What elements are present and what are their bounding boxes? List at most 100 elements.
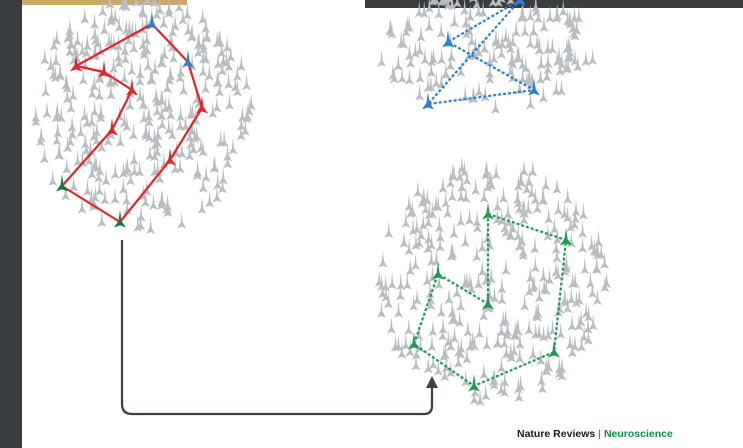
field-neuron (437, 300, 446, 317)
field-neuron (441, 191, 450, 208)
field-neuron (405, 238, 414, 255)
field-neuron (576, 309, 585, 326)
ensemble-neuron (560, 228, 572, 246)
field-neuron (88, 81, 97, 98)
field-neuron (536, 67, 545, 84)
field-neuron (456, 294, 465, 311)
field-neuron (446, 53, 455, 70)
field-neuron (96, 105, 105, 122)
field-neuron (480, 36, 489, 53)
arrowhead-up-icon (426, 376, 438, 388)
field-neuron (65, 23, 74, 40)
field-neuron (491, 97, 500, 114)
field-neuron (48, 169, 57, 186)
field-neuron (594, 230, 603, 247)
field-neuron (401, 333, 410, 350)
field-neuron (399, 231, 408, 248)
field-neuron (481, 85, 490, 102)
field-neuron (205, 64, 214, 81)
field-neuron (479, 362, 488, 379)
field-neuron (526, 92, 535, 109)
field-neuron (463, 319, 472, 336)
field-neuron (530, 236, 539, 253)
field-neuron (539, 265, 548, 282)
field-neuron (413, 180, 422, 197)
field-neuron (602, 271, 611, 288)
field-neuron (554, 198, 563, 215)
field-neuron (447, 45, 456, 62)
top-bar-left (22, 0, 187, 5)
journal-credit: Nature Reviews|Neuroscience (517, 428, 743, 440)
top-bar-right (365, 0, 743, 8)
journal-section: Neuroscience (604, 428, 673, 440)
field-neuron (388, 272, 397, 289)
field-neuron (129, 123, 138, 140)
bottom-right-neuron-cluster (375, 156, 611, 405)
field-neuron (419, 213, 428, 230)
field-neuron (146, 217, 155, 234)
field-neuron (205, 190, 214, 207)
field-neuron (394, 54, 403, 71)
field-neuron (183, 3, 192, 20)
field-neuron (538, 376, 547, 393)
field-neuron (203, 24, 212, 41)
field-neuron (396, 273, 405, 290)
field-neuron (100, 188, 109, 205)
field-neuron (212, 95, 221, 112)
field-neuron (31, 109, 40, 126)
field-neuron (420, 47, 429, 64)
field-neuron (520, 294, 529, 311)
field-neuron (545, 6, 554, 23)
field-neuron (465, 208, 474, 225)
field-neuron (197, 197, 206, 214)
field-neuron (552, 237, 561, 254)
field-neuron (541, 173, 550, 190)
field-neuron (580, 257, 589, 274)
field-neuron (475, 321, 484, 338)
field-neuron (41, 80, 50, 97)
field-neuron (152, 86, 161, 103)
field-neuron (111, 187, 120, 204)
field-neuron (83, 34, 92, 51)
field-neuron (567, 314, 576, 331)
field-neuron (242, 73, 251, 90)
ensemble-neuron (482, 202, 494, 220)
field-neuron (592, 256, 601, 273)
field-neuron (498, 288, 507, 305)
field-neuron (52, 49, 61, 66)
credit-separator: | (595, 428, 604, 440)
field-neuron (83, 179, 92, 196)
field-neuron (394, 301, 403, 318)
field-neuron (201, 76, 210, 93)
field-neuron (76, 120, 85, 137)
field-neuron (589, 313, 598, 330)
field-neuron (499, 186, 508, 203)
top-right-neuron-cluster (377, 0, 597, 114)
field-neuron (247, 93, 256, 110)
field-neuron (219, 167, 228, 184)
field-neuron (552, 246, 561, 263)
dark-left-panel (0, 0, 22, 448)
field-neuron (165, 68, 174, 85)
field-neuron (100, 18, 109, 35)
field-neuron (225, 93, 234, 110)
field-neuron (68, 115, 77, 132)
field-neuron (40, 146, 49, 163)
field-neuron (130, 148, 139, 165)
field-neuron (492, 162, 501, 179)
field-neuron (578, 236, 587, 253)
field-neuron (478, 259, 487, 276)
field-neuron (544, 51, 553, 68)
field-neuron (539, 15, 548, 32)
field-neuron (404, 318, 413, 335)
field-neuron (528, 160, 537, 177)
journal-name: Nature Reviews (517, 428, 595, 440)
field-neuron (497, 356, 506, 373)
field-neuron (387, 317, 396, 334)
field-neuron (73, 29, 82, 46)
field-neuron (448, 241, 457, 258)
field-neuron (428, 319, 437, 336)
field-neuron (403, 273, 412, 290)
